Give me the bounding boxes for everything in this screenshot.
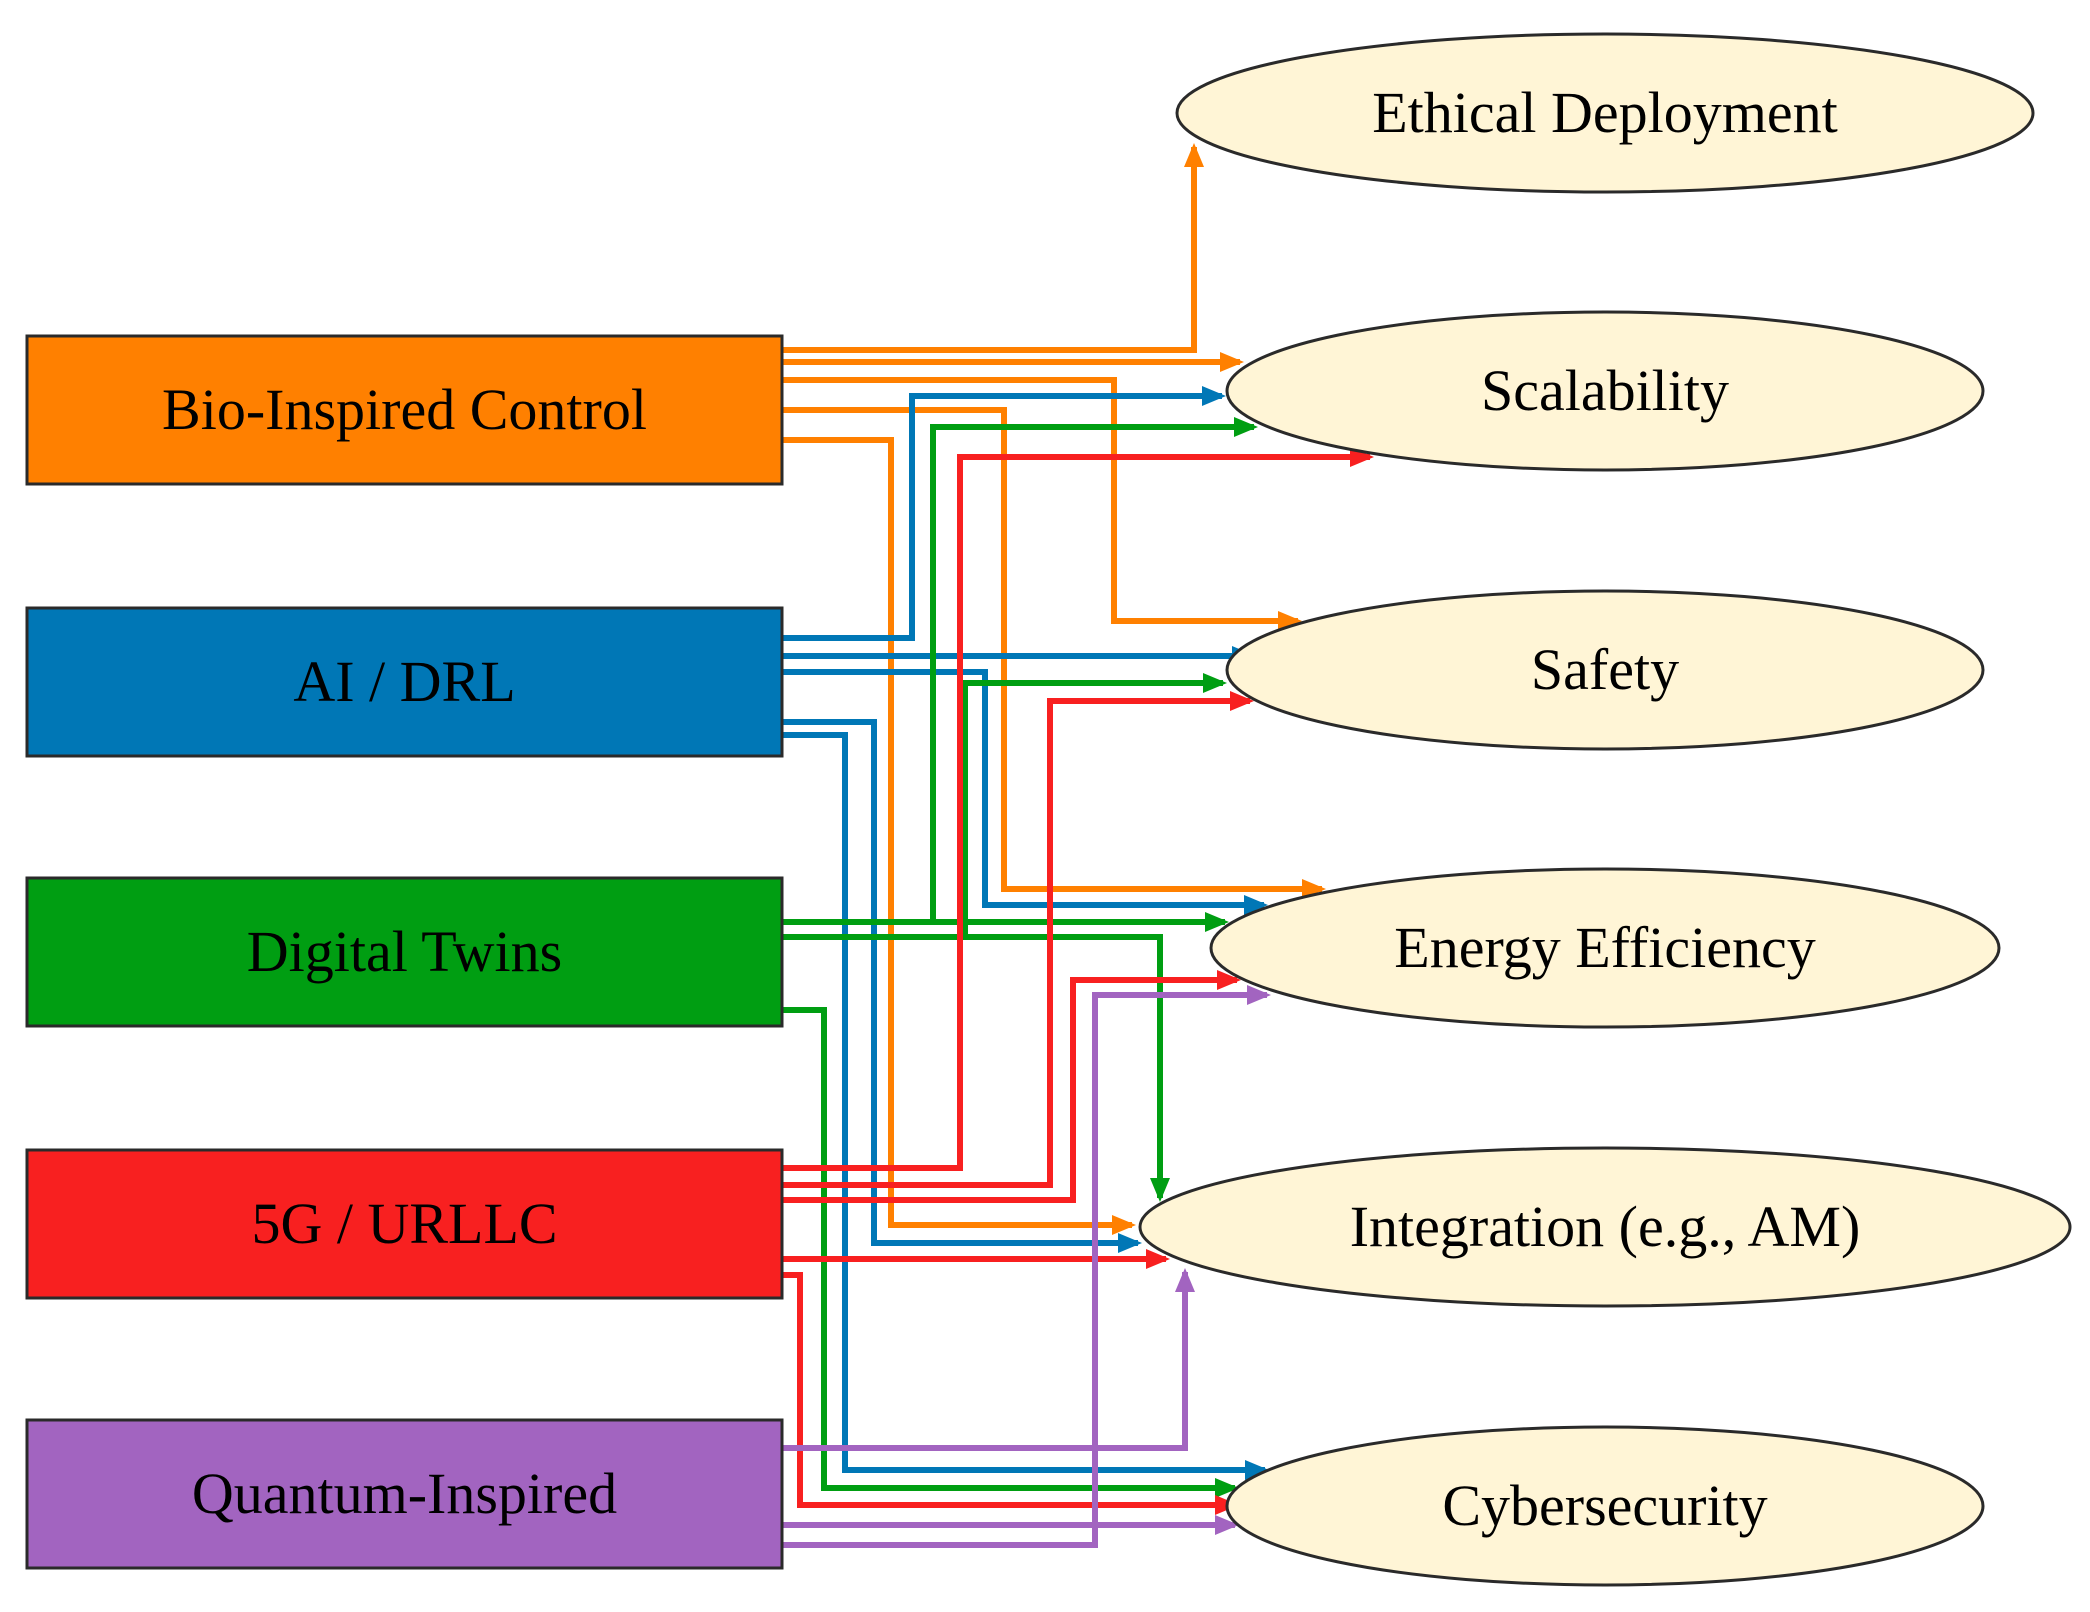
arrowhead-bio-to-ee: [1302, 879, 1326, 899]
arrowhead-ai-to-scal: [1202, 386, 1226, 406]
target-label-integ: Integration (e.g., AM): [1350, 1194, 1861, 1259]
source-label-g5: 5G / URLLC: [251, 1191, 557, 1256]
edge-qi-to-ee: [782, 992, 1267, 1548]
target-label-saf: Safety: [1531, 637, 1679, 702]
targets-layer: Ethical DeploymentScalabilitySafetyEnerg…: [1138, 32, 2072, 1587]
edges-layer: [782, 143, 1374, 1548]
edge-qi-to-integ: [782, 1272, 1188, 1451]
sources-layer: Bio-Inspired Control AI / DRL Digital Twin…: [25, 334, 784, 1570]
arrowhead-dt-to-ee: [1205, 912, 1229, 932]
arrowhead-g5-to-integ: [1146, 1249, 1170, 1269]
arrowhead-ai-to-integ: [1118, 1233, 1142, 1253]
source-label-qi: Quantum-Inspired: [192, 1461, 617, 1526]
arrowhead-bio-to-saf: [1278, 611, 1302, 631]
arrowhead-dt-to-cyber: [1215, 1478, 1239, 1498]
edge-bio-to-ee: [782, 407, 1322, 892]
edge-ai-to-cyber: [782, 732, 1265, 1473]
arrowhead-bio-to-scal: [1220, 352, 1244, 372]
arrowhead-qi-to-ee: [1247, 985, 1271, 1005]
source-box-bio: [25, 334, 784, 486]
edge-g5-to-ee: [782, 977, 1237, 1203]
edge-bio-to-integ: [782, 437, 1132, 1228]
edge-bio-to-saf: [782, 377, 1298, 624]
arrowhead-g5-to-scal: [1350, 447, 1374, 467]
source-box-qi: [25, 1418, 784, 1570]
arrowhead-g5-to-ee: [1217, 970, 1241, 990]
source-box-ai: [25, 606, 784, 758]
arrowhead-dt-to-integ: [1150, 1178, 1170, 1202]
target-ellipse-ee: [1209, 867, 2001, 1029]
target-ellipse-integ: [1138, 1146, 2072, 1308]
edge-dt-to-cyber: [782, 1007, 1235, 1491]
target-label-ee: Energy Efficiency: [1394, 915, 1815, 980]
arrowhead-qi-to-cyber: [1215, 1515, 1239, 1535]
target-label-cyber: Cybersecurity: [1442, 1473, 1767, 1538]
arrowhead-ai-to-cyber: [1245, 1460, 1269, 1480]
edge-g5-to-scal: [782, 454, 1370, 1171]
arrowhead-dt-to-saf: [1203, 673, 1227, 693]
edge-ai-to-scal: [782, 393, 1222, 641]
source-box-dt: [25, 876, 784, 1028]
source-label-ai: AI / DRL: [293, 649, 515, 714]
source-label-bio: Bio-Inspired Control: [162, 377, 647, 442]
target-ellipse-scal: [1225, 310, 1985, 472]
edge-g5-to-saf: [782, 698, 1250, 1188]
edge-ai-to-integ: [782, 719, 1138, 1246]
arrowhead-dt-to-scal: [1234, 417, 1258, 437]
edge-ai-to-ee: [782, 669, 1264, 908]
edge-bio-to-eth: [782, 147, 1197, 353]
arrowhead-g5-to-saf: [1230, 691, 1254, 711]
arrowhead-qi-to-integ: [1175, 1268, 1195, 1292]
target-ellipse-cyber: [1225, 1425, 1985, 1587]
target-ellipse-saf: [1225, 589, 1985, 751]
target-ellipse-eth: [1175, 32, 2035, 194]
target-label-scal: Scalability: [1481, 358, 1729, 423]
arrowhead-bio-to-integ: [1112, 1215, 1136, 1235]
source-box-g5: [25, 1148, 784, 1300]
edge-g5-to-cyber: [782, 1272, 1235, 1508]
source-label-dt: Digital Twins: [247, 919, 563, 984]
target-label-eth: Ethical Deployment: [1372, 80, 1837, 145]
edge-dt-to-integ: [782, 934, 1163, 1198]
arrowhead-bio-to-eth: [1184, 143, 1204, 167]
arrowhead-ai-to-ee: [1244, 895, 1268, 915]
